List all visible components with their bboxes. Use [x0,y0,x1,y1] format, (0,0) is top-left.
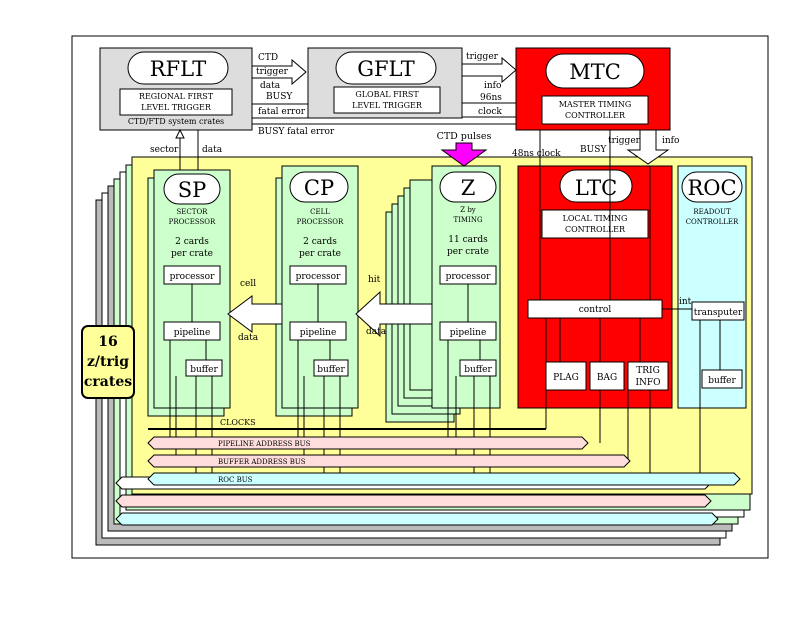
cp-cards1: 2 cards [303,237,337,247]
ltc-plag: PLAG [553,373,579,383]
label-96ns: 96ns [480,93,502,103]
cp-buffer: buffer [317,365,345,375]
z-title: Z [461,176,476,200]
sp-pipeline: pipeline [174,328,211,338]
z-line2: TIMING [453,216,482,224]
roc-bus: ROC BUS [147,472,741,486]
ltc-info: INFO [635,378,660,388]
z-pipeline: pipeline [450,328,487,338]
crates-label: 16 z/trig crates [81,325,135,399]
cp-title: CP [304,176,334,200]
cp-card: CP CELL PROCESSOR 2 cards per crate proc… [281,165,359,409]
gflt-title: GFLT [357,57,415,81]
label-cell: cell [240,279,256,289]
roc-title: ROC [687,176,736,200]
ltc-box: LTC LOCAL TIMING CONTROLLER control PLAG… [517,165,673,409]
mtc-line2: CONTROLLER [565,111,626,120]
mtc-ltc-link: 48ns clock BUSY trigger info [512,129,679,168]
gflt-mtc-signals: trigger info 96ns clock [461,52,517,118]
gflt-box: GFLT GLOBAL FIRST LEVEL TRIGGER [307,47,463,119]
ltc-title: LTC [575,176,617,200]
ltc-trig: TRIG [636,366,660,376]
cp-processor: processor [296,272,342,282]
sp-processor: processor [170,272,216,282]
crates-count: 16 [98,334,117,350]
label-ctd-pulses: CTD pulses [437,131,492,142]
roc-line2: CONTROLLER [686,218,739,226]
sp-title: SP [178,178,207,202]
label-data: data [260,81,281,91]
label-48ns-clock: 48ns clock [512,149,561,159]
gflt-line1: GLOBAL FIRST [355,90,419,99]
label-data-up: data [202,145,223,155]
label-pipeline-bus: PIPELINE ADDRESS BUS [218,440,311,448]
label-busy-fatal: BUSY fatal error [258,127,335,137]
roc-line1: READOUT [693,208,731,216]
label-buffer-bus: BUFFER ADDRESS BUS [218,458,306,466]
label-trigger-3: trigger [608,136,641,146]
ltc-line1: LOCAL TIMING [563,214,628,223]
rflt-box: RFLT REGIONAL FIRST LEVEL TRIGGER CTD/FT… [99,47,253,131]
rflt-line2: LEVEL TRIGGER [141,103,212,112]
cell-data-arrow: cell data [227,279,283,343]
sp-cards2: per crate [171,249,213,259]
sp-buffer: buffer [190,365,218,375]
ltc-bag: BAG [597,373,617,383]
gflt-line2: LEVEL TRIGGER [352,101,423,110]
rflt-gflt-signals: CTD trigger data BUSY fatal error [251,53,308,119]
sp-line2: PROCESSOR [169,218,216,226]
clocks-bus: CLOCKS [148,318,547,430]
ctd-pulses-arrow: CTD pulses [437,131,492,167]
ltc-control: control [579,305,612,315]
roc-buffer: buffer [708,376,736,386]
label-fatal-error: fatal error [258,107,306,117]
mtc-line1: MASTER TIMING [559,100,631,109]
cp-pipeline: pipeline [300,328,337,338]
z-cards2: per crate [447,247,489,257]
label-info-2: info [662,136,679,146]
label-trigger: trigger [256,67,289,77]
cp-line1: CELL [310,208,330,216]
ltc-line2: CONTROLLER [565,225,626,234]
pipeline-address-bus: PIPELINE ADDRESS BUS [147,436,589,450]
z-card: Z Z by TIMING 11 cards per crate process… [431,165,501,409]
mtc-box: MTC MASTER TIMING CONTROLLER [515,47,671,131]
buffer-address-bus: BUFFER ADDRESS BUS [147,454,631,468]
hit-data-arrow: hit data [355,275,433,338]
label-trigger-2: trigger [466,52,499,62]
crates-line2: z/trig [87,354,129,370]
label-busy-2: BUSY [580,145,607,155]
z-line1: Z by [460,206,476,214]
cp-line2: PROCESSOR [297,218,344,226]
label-sector: sector [150,145,179,155]
sp-cards1: 2 cards [175,237,209,247]
sp-line1: SECTOR [177,208,209,216]
rflt-title: RFLT [150,57,207,81]
roc-int: int [679,297,692,307]
label-hit-data: data [366,327,387,337]
roc-transputer: transputer [694,308,743,318]
crates-line3: crates [84,374,132,390]
z-cards1: 11 cards [448,235,488,245]
label-busy: BUSY [266,92,293,102]
label-ctd: CTD [258,53,278,63]
z-processor: processor [446,272,492,282]
mtc-title: MTC [569,60,621,84]
cp-cards2: per crate [299,249,341,259]
label-roc-bus: ROC BUS [218,476,253,484]
label-hit: hit [368,275,381,285]
sp-card: SP SECTOR PROCESSOR 2 cards per crate pr… [153,169,231,409]
roc-box: ROC READOUT CONTROLLER transputer buffer… [662,165,747,409]
rflt-line1: REGIONAL FIRST [139,92,214,101]
label-cell-data: data [238,333,259,343]
sp-rflt-link: sector data [150,128,223,172]
rflt-footer: CTD/FTD system crates [128,117,224,126]
z-buffer: buffer [464,365,492,375]
label-clock: clock [478,107,502,117]
label-info: info [484,81,501,91]
label-clocks: CLOCKS [220,418,256,427]
